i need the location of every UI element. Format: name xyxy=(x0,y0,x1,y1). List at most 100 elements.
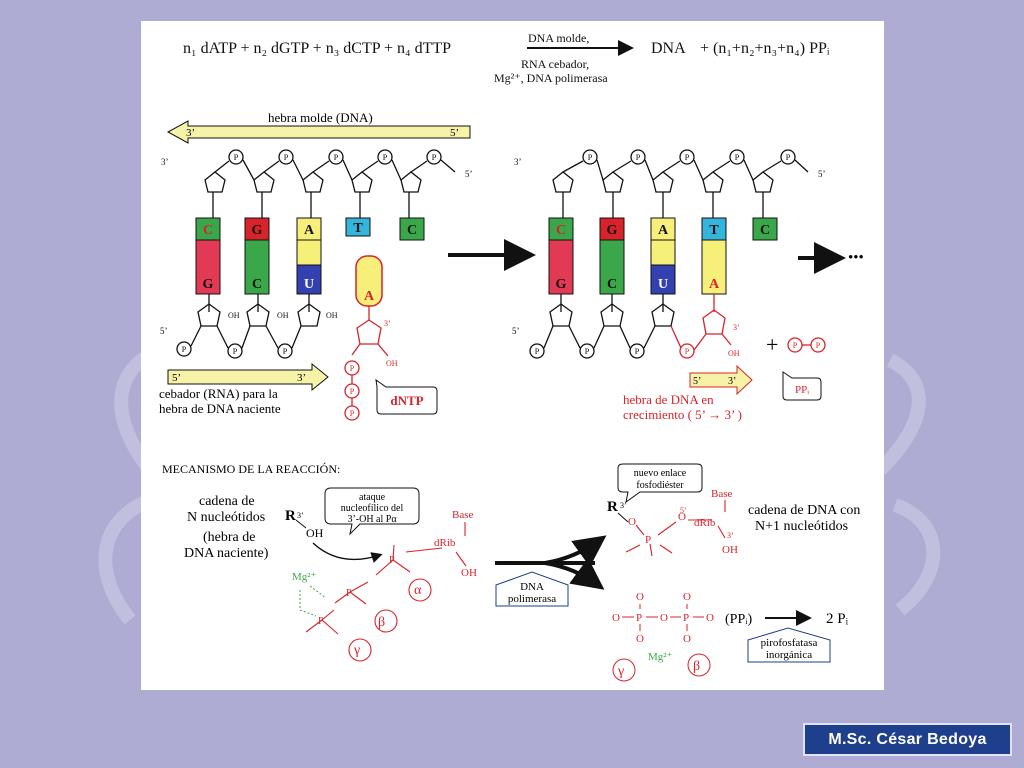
svg-text:OH: OH xyxy=(228,311,240,320)
svg-text:G: G xyxy=(607,223,618,238)
gamma-label: γ xyxy=(353,643,360,658)
alpha-label: α xyxy=(414,583,422,598)
author-credit: M.Sc. César Bedoya xyxy=(803,723,1012,756)
svg-text:Mg²⁺: Mg²⁺ xyxy=(648,651,673,663)
svg-text:P: P xyxy=(350,409,355,418)
svg-text:OH: OH xyxy=(306,526,324,540)
svg-text:3’: 3’ xyxy=(733,323,740,332)
base-left-top-5: C xyxy=(407,223,417,238)
incoming-base: A xyxy=(364,289,375,304)
svg-text:O: O xyxy=(636,633,644,645)
svg-text:P: P xyxy=(283,347,288,356)
beta-label: β xyxy=(378,615,385,630)
left-template-backbone: 3’ 5’ xyxy=(161,149,473,218)
svg-text:dRib: dRib xyxy=(694,517,716,529)
dntp-callout: dNTP xyxy=(375,378,438,415)
base-left-bottom-2: C xyxy=(252,277,262,292)
svg-text:3’: 3’ xyxy=(620,501,627,510)
svg-text:inorgánica: inorgánica xyxy=(766,649,812,661)
svg-text:P: P xyxy=(233,347,238,356)
svg-text:5’: 5’ xyxy=(512,326,520,336)
svg-text:P: P xyxy=(645,534,651,546)
mg-label: Mg²⁺ xyxy=(292,571,317,583)
right-new-nucleotide: 3’ OH xyxy=(670,294,740,359)
r-group: R xyxy=(285,508,296,524)
overall-equation: n₁ dATP + n₂ dGTP + n₃ dCTP + n₄ dTTP DN… xyxy=(183,31,830,85)
mechanism-title: MECANISMO DE LA REACCIÓN: xyxy=(162,462,340,476)
svg-text:Base: Base xyxy=(452,509,474,521)
svg-text:G: G xyxy=(556,277,567,292)
svg-text:O: O xyxy=(612,612,620,624)
svg-text:γ: γ xyxy=(617,664,624,679)
svg-text:P: P xyxy=(389,555,395,566)
growing-label-2: crecimiento ( 5’ → 3’ ) xyxy=(623,407,742,422)
released-ppi: + P P PPᵢ xyxy=(766,332,826,401)
svg-text:ataque: ataque xyxy=(359,492,386,503)
incoming-dntp: 3’ OH xyxy=(344,306,398,421)
svg-text:DNA naciente): DNA naciente) xyxy=(184,546,269,561)
plus-sign: + xyxy=(766,332,778,357)
svg-text:R: R xyxy=(607,499,618,515)
svg-text:5’: 5’ xyxy=(818,169,826,179)
svg-text:P: P xyxy=(350,364,355,373)
svg-text:β: β xyxy=(693,659,700,674)
svg-text:OH: OH xyxy=(277,311,289,320)
svg-text:3’: 3’ xyxy=(384,319,391,328)
two-pi: 2 Pᵢ xyxy=(826,611,849,627)
growing-strand-arrow: 5’ 3’ hebra de DNA en crecimiento ( 5’ →… xyxy=(623,364,753,422)
svg-text:OH: OH xyxy=(728,349,740,358)
svg-text:nuevo enlace: nuevo enlace xyxy=(634,468,687,479)
svg-text:(hebra de: (hebra de xyxy=(203,530,255,545)
svg-text:P: P xyxy=(588,153,593,162)
growing-label-1: hebra de DNA en xyxy=(623,392,714,407)
svg-text:P: P xyxy=(786,153,791,162)
svg-text:N nucleótidos: N nucleótidos xyxy=(187,510,265,525)
svg-text:3’: 3’ xyxy=(297,372,306,384)
svg-text:P: P xyxy=(182,345,187,354)
svg-text:OH: OH xyxy=(461,567,477,579)
svg-text:P: P xyxy=(346,588,352,599)
template-end-5: 5’ xyxy=(450,127,459,139)
svg-text:P: P xyxy=(535,347,540,356)
svg-text:P: P xyxy=(636,612,642,624)
left-primer-5: 5’ xyxy=(160,326,168,336)
svg-text:P: P xyxy=(383,153,388,162)
right-template-backbone: 3’ 5’ xyxy=(514,149,826,218)
template-end-3: 3’ xyxy=(186,127,195,139)
equation-reactants: n₁ dATP + n₂ dGTP + n₃ dCTP + n₄ dTTP xyxy=(183,40,451,57)
svg-text:O: O xyxy=(706,612,714,624)
equation-rhs: + (n₁+n₂+n₃+n₄) PPᵢ xyxy=(700,40,830,57)
right-bases: C G A T C G C U A xyxy=(548,217,778,295)
primer-label-2: hebra de DNA naciente xyxy=(159,401,281,416)
svg-text:cadena de: cadena de xyxy=(199,494,255,509)
template-label: hebra molde (DNA) xyxy=(268,110,373,125)
svg-text:3’: 3’ xyxy=(728,376,736,387)
svg-text:A: A xyxy=(658,223,669,238)
svg-text:5’: 5’ xyxy=(172,372,181,384)
svg-text:Base: Base xyxy=(711,488,733,500)
svg-text:P: P xyxy=(636,153,641,162)
ppi-label: PPᵢ xyxy=(795,384,809,396)
svg-text:P: P xyxy=(318,616,324,627)
right-primer-backbone: 5’ xyxy=(512,294,675,359)
svg-text:P: P xyxy=(350,387,355,396)
left-top-bases: C G A T C G C U A xyxy=(195,217,425,307)
svg-text:P: P xyxy=(735,153,740,162)
svg-text:OH: OH xyxy=(722,544,738,556)
svg-text:P: P xyxy=(432,153,437,162)
svg-text:P: P xyxy=(334,153,339,162)
base-left-top-2: G xyxy=(252,223,263,238)
svg-text:O: O xyxy=(636,591,644,603)
base-left-top-4: T xyxy=(353,221,363,236)
svg-text:fosfodiéster: fosfodiéster xyxy=(636,480,684,491)
svg-text:5’: 5’ xyxy=(680,506,687,515)
svg-text:P: P xyxy=(816,341,821,350)
svg-text:P: P xyxy=(284,153,289,162)
primer-label-1: cebador (RNA) para la xyxy=(159,386,278,401)
svg-text:3’: 3’ xyxy=(514,157,522,167)
svg-text:C: C xyxy=(607,277,617,292)
dna-polymerase-diagram: n₁ dATP + n₂ dGTP + n₃ dCTP + n₄ dTTP DN… xyxy=(159,31,864,682)
svg-text:cadena de DNA con: cadena de DNA con xyxy=(748,503,860,518)
svg-text:A: A xyxy=(709,277,720,292)
